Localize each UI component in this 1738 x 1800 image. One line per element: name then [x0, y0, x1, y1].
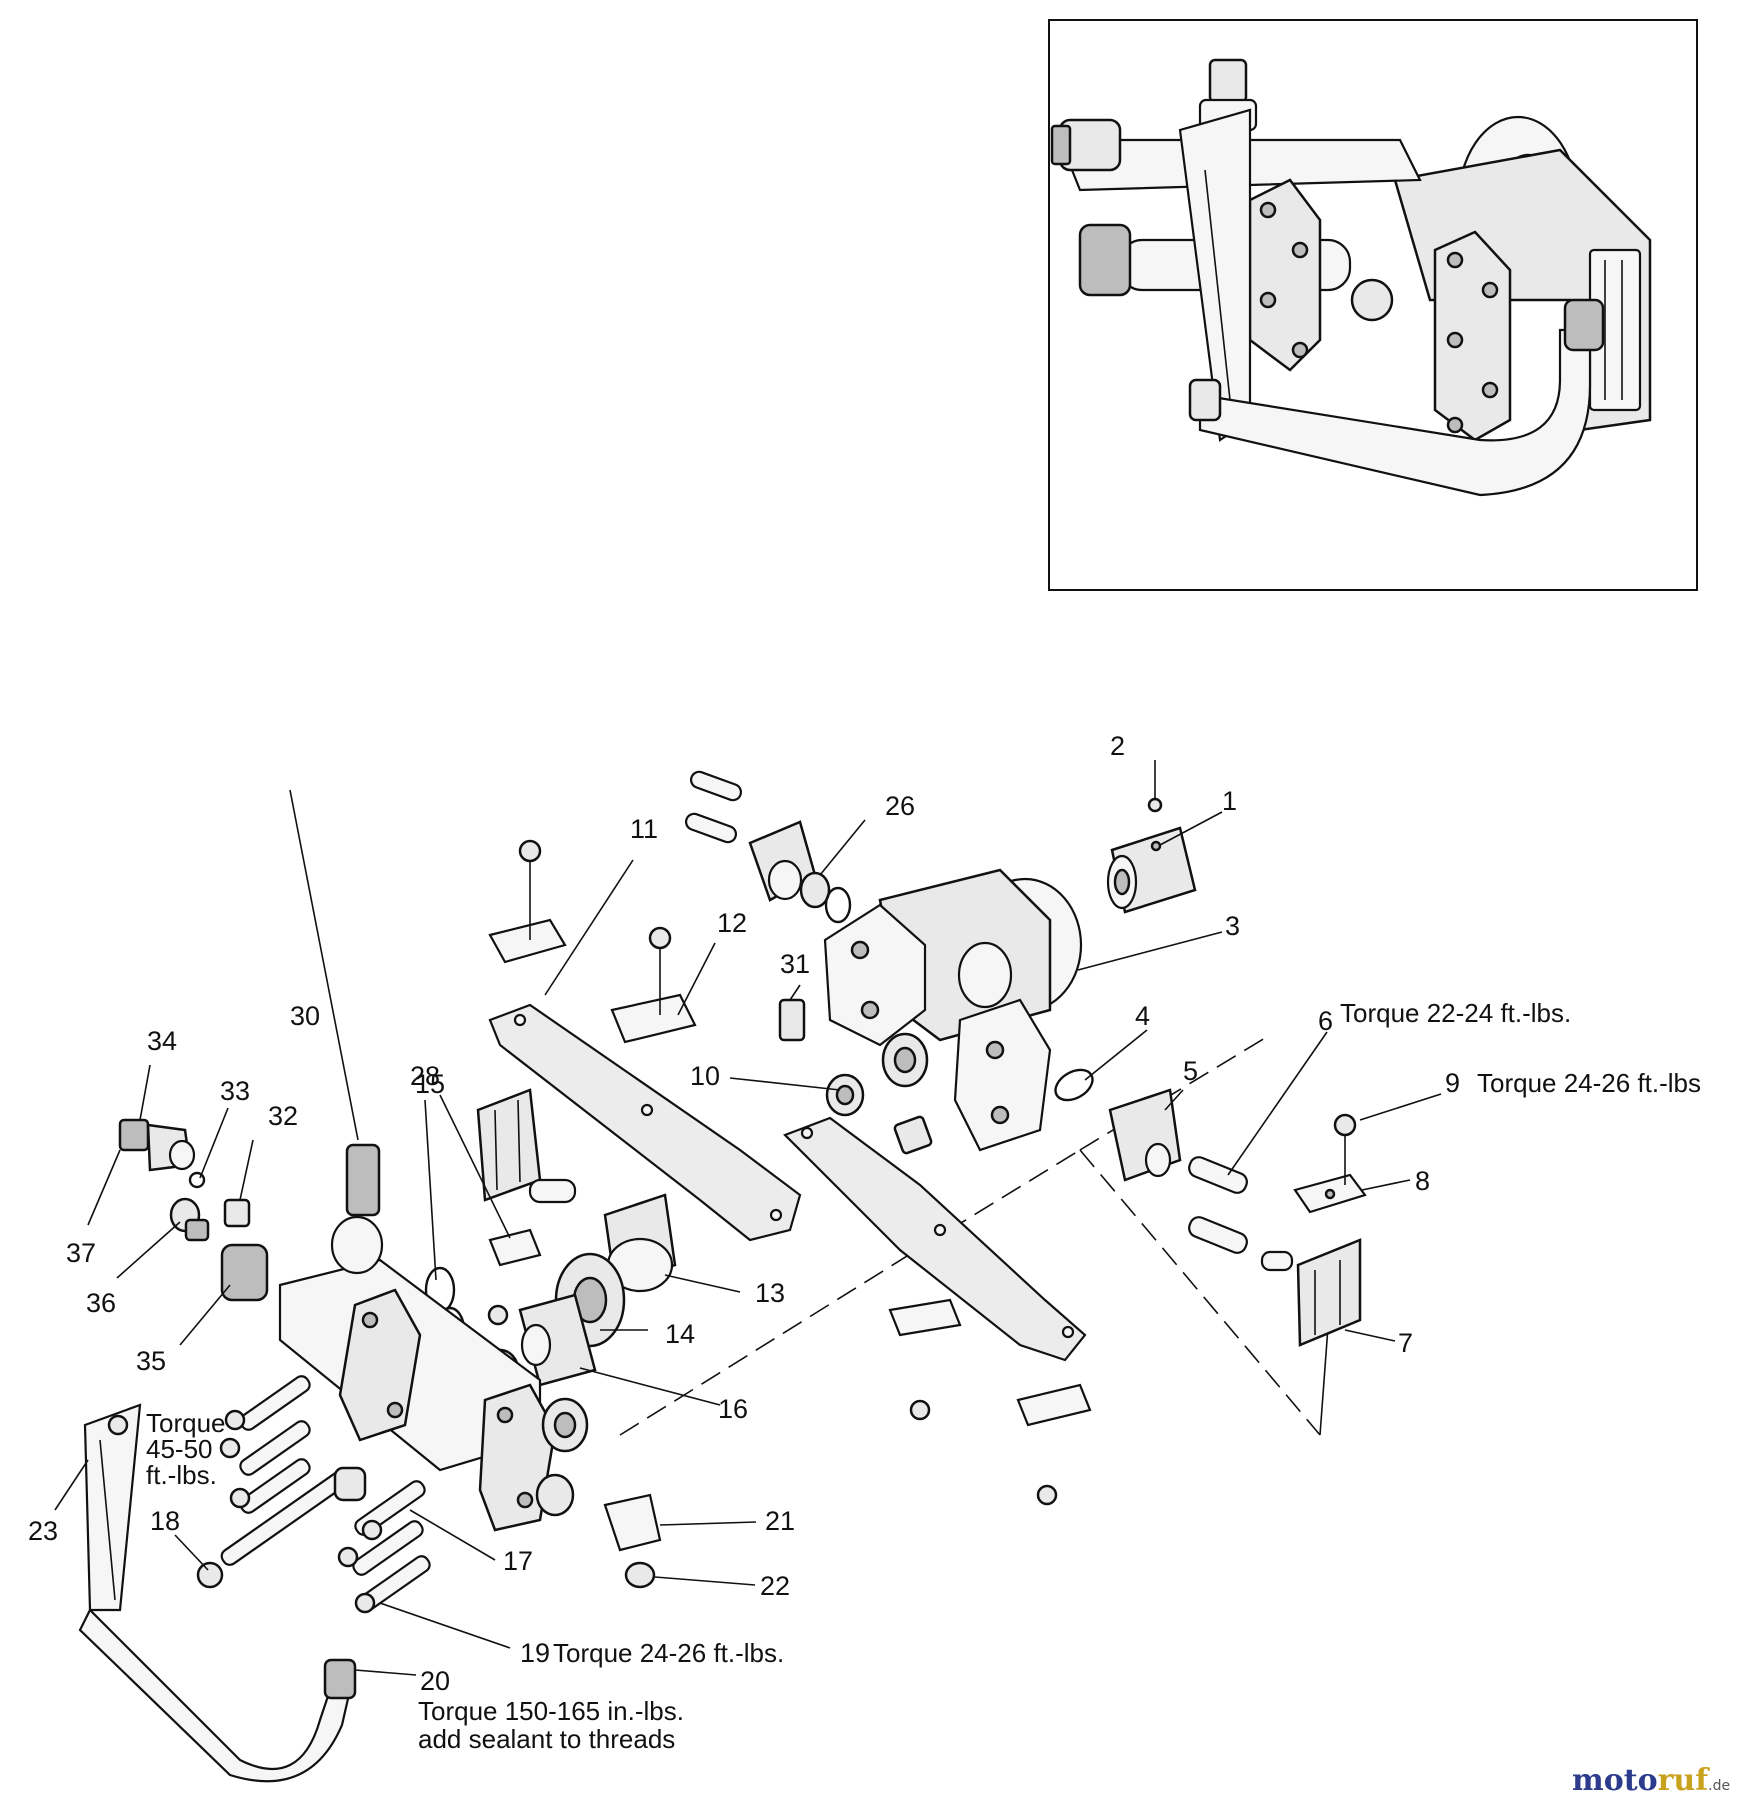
callout-3: 3: [1225, 911, 1240, 941]
torque-note-18-line1: Torque: [146, 1408, 226, 1438]
part-32-valve: [223, 1198, 251, 1228]
callout-1: 1: [1222, 786, 1237, 816]
lower-clips: [888, 1298, 1092, 1506]
torque-note-18-line2: 45-50: [146, 1434, 213, 1464]
part-19-bolt: [354, 1555, 431, 1614]
part-17-bolts: [333, 1466, 426, 1576]
leader-lines: [54, 760, 1442, 1676]
callout-7: 7: [1398, 1328, 1413, 1358]
callout-19: 19: [520, 1638, 550, 1668]
part-33-clip: [188, 1171, 206, 1189]
part-11-gasket-strip: [488, 1003, 802, 1242]
callout-33: 33: [220, 1076, 250, 1106]
callout-4: 4: [1135, 1001, 1150, 1031]
part-30-fitting: [330, 1143, 384, 1275]
part-7-bracket: [1260, 1238, 1362, 1347]
callout-37: 37: [66, 1238, 96, 1268]
part-9-bolt: [1333, 1113, 1357, 1185]
part-28-bracket: [487, 1228, 542, 1326]
part-2-screw: [1147, 797, 1163, 813]
part-10-bearing: [825, 1032, 929, 1117]
callout-9: 9: [1445, 1068, 1460, 1098]
part-18-bolts: [196, 1375, 350, 1589]
callout-28: 28: [410, 1061, 440, 1091]
callout-32: 32: [268, 1101, 298, 1131]
part-8-clip: [1293, 1173, 1367, 1214]
torque-note-20-line1: Torque 150-165 in.-lbs.: [418, 1696, 684, 1726]
part-34-fitting: [118, 1118, 196, 1172]
torque-notes: Torque 22-24 ft.-lbs. Torque 24-26 ft.-l…: [146, 998, 1701, 1754]
callout-31: 31: [780, 949, 810, 979]
callout-22: 22: [760, 1571, 790, 1601]
part-36-nipple: [169, 1197, 210, 1242]
callout-13: 13: [755, 1278, 785, 1308]
part-21-elbow: [603, 1493, 662, 1552]
callout-11: 11: [630, 814, 658, 844]
torque-note-9: Torque 24-26 ft.-lbs: [1477, 1068, 1701, 1098]
callout-34: 34: [147, 1026, 177, 1056]
callout-26: 26: [885, 791, 915, 821]
callout-36: 36: [86, 1288, 116, 1318]
callout-23: 23: [28, 1516, 58, 1546]
part-12-clip: [488, 839, 697, 1044]
callout-5: 5: [1183, 1056, 1198, 1086]
part-6-pins: [1188, 1156, 1248, 1254]
callout-14: 14: [665, 1319, 695, 1349]
torque-note-20-line2: add sealant to threads: [418, 1724, 675, 1754]
assembled-pump-inset: [1048, 19, 1698, 591]
part-13-bracket: [476, 1088, 677, 1293]
part-23-bracket: [83, 1403, 142, 1612]
watermark-suffix: .de: [1708, 1778, 1730, 1794]
callout-10: 10: [690, 1061, 720, 1091]
part-3-housing: [823, 868, 1083, 1152]
callout-8: 8: [1415, 1166, 1430, 1196]
watermark-part2: ruf: [1658, 1763, 1711, 1798]
manifold: [278, 1258, 589, 1532]
callout-numbers: 1 2 3 4 5 6 7 8 9 10 11 12 13 14 15 16 1…: [28, 731, 1460, 1696]
part-31-check-valve: [778, 998, 933, 1155]
part-5-retainer: [1108, 1088, 1182, 1182]
watermark-logo: motoruf.de: [1572, 1763, 1730, 1798]
part-22-nut: [624, 1561, 656, 1589]
callout-16: 16: [718, 1394, 748, 1424]
part-4-o-ring: [1054, 1068, 1094, 1102]
callout-21: 21: [765, 1506, 795, 1536]
callout-6: 6: [1318, 1006, 1333, 1036]
callout-15: 15: [415, 1069, 445, 1099]
part-20-tube: [78, 1608, 357, 1783]
part-26-retainer-upper: [684, 770, 852, 924]
callout-20: 20: [420, 1666, 450, 1696]
torque-note-18-line3: ft.-lbs.: [146, 1460, 217, 1490]
part-11-gasket-strip-lower: [783, 1116, 1087, 1362]
torque-note-6: Torque 22-24 ft.-lbs.: [1340, 998, 1571, 1028]
callout-2: 2: [1110, 731, 1125, 761]
part-1-sleeve: [1106, 826, 1197, 914]
svg-text:motoruf.de: motoruf.de: [1572, 1763, 1730, 1798]
torque-note-19: Torque 24-26 ft.-lbs.: [553, 1638, 784, 1668]
callout-12: 12: [717, 908, 747, 938]
callout-30: 30: [290, 1001, 320, 1031]
watermark-part1: moto: [1572, 1763, 1658, 1798]
callout-17: 17: [503, 1546, 533, 1576]
callout-35: 35: [136, 1346, 166, 1376]
part-35-nut: [220, 1243, 269, 1302]
callout-18: 18: [150, 1506, 180, 1536]
